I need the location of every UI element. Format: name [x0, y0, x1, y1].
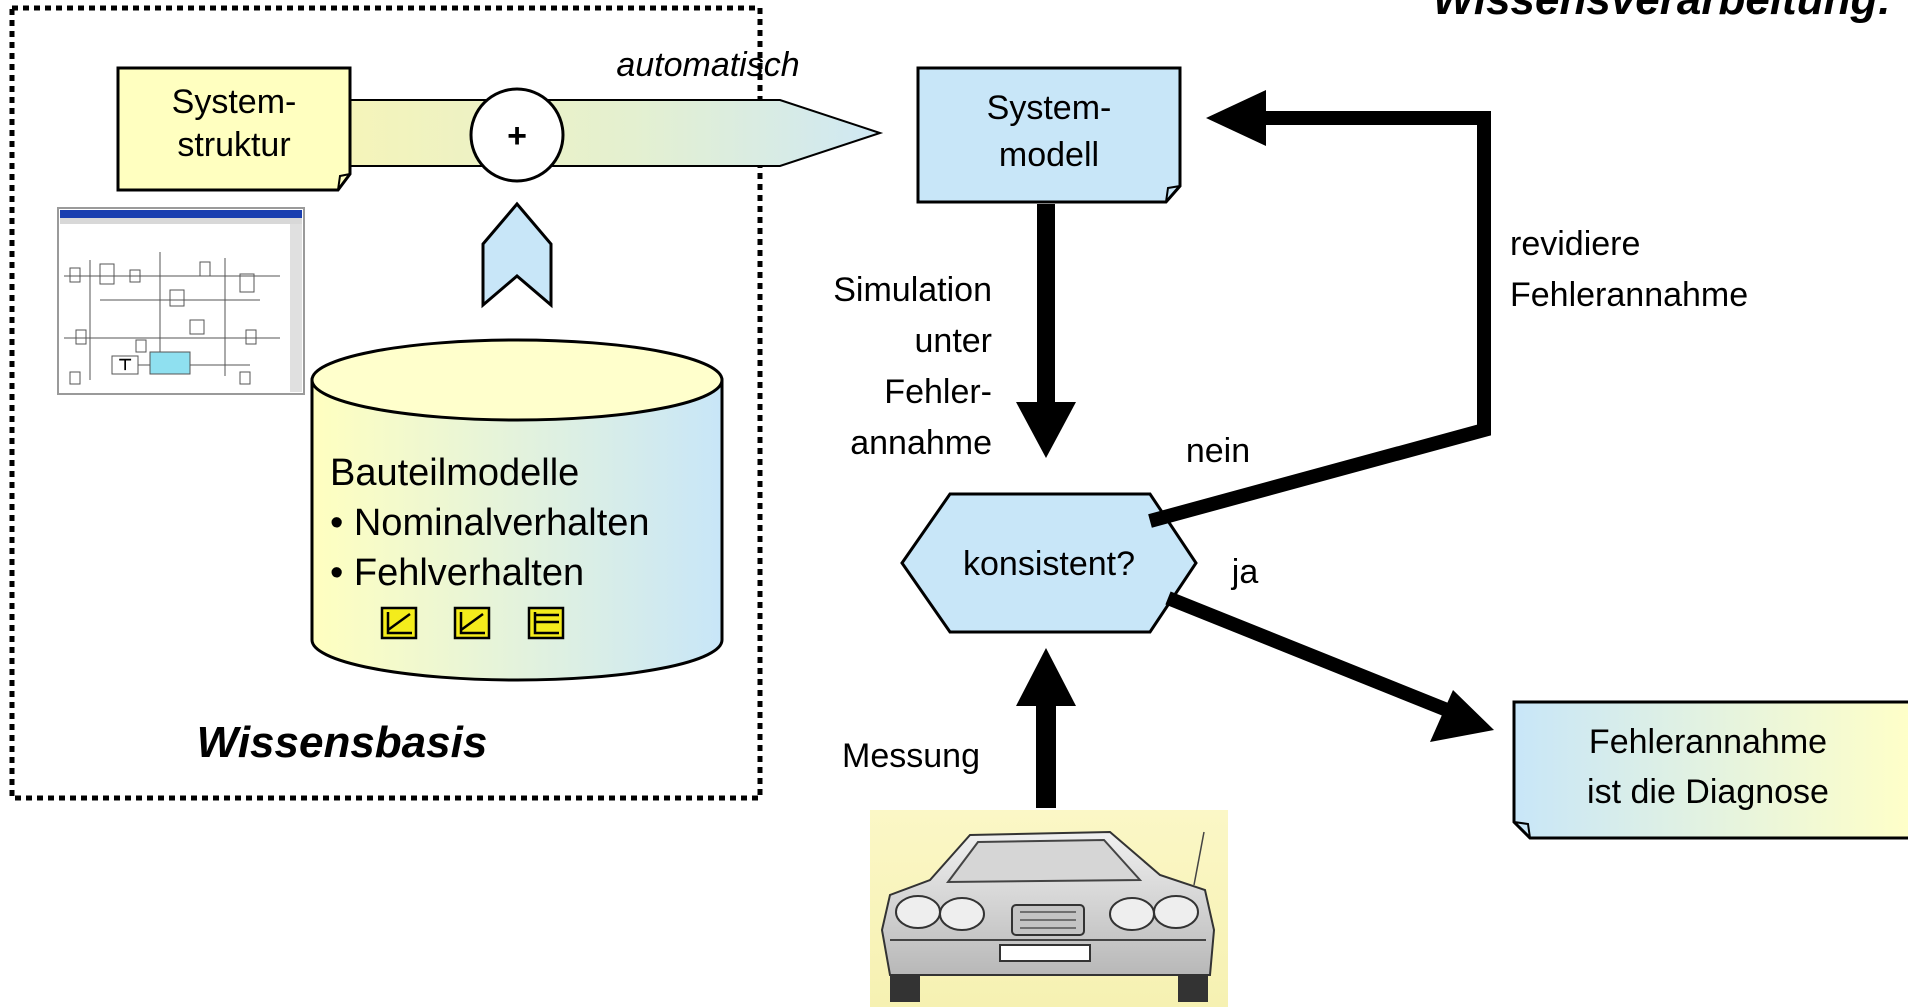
no-label: nein [1186, 432, 1250, 470]
consistency-decision-label: konsistent? [963, 545, 1135, 583]
svg-text:⊤: ⊤ [118, 357, 133, 374]
yes-arrow [1165, 591, 1494, 742]
merge-symbol: + [507, 117, 527, 155]
system-model-label-2: modell [999, 136, 1099, 174]
knowledge-base-title: Wissensbasis [197, 718, 488, 767]
revise-label-2: Fehlerannahme [1510, 276, 1748, 314]
step-curve-icon [527, 606, 565, 640]
simulation-arrow [1016, 204, 1076, 458]
automatic-label: automatisch [616, 46, 799, 84]
diagnosis-result-label-1: Fehlerannahme [1589, 723, 1827, 761]
measurement-label: Messung [842, 737, 980, 775]
system-model-note [916, 66, 1182, 204]
consistency-decision [900, 492, 1198, 634]
component-models-item-nominal: • Nominalverhalten [330, 502, 650, 544]
schematic-editor-thumbnail: ⊤ [57, 207, 305, 395]
simulation-label-2: unter [915, 322, 993, 360]
measurement-arrow [1016, 648, 1076, 808]
simulation-label-1: Simulation [833, 271, 992, 309]
simulation-label-3: Fehler- [884, 373, 992, 411]
revise-feedback-arrow [1148, 90, 1491, 528]
characteristic-curve-icon [380, 606, 418, 640]
knowledge-base-frame [9, 5, 763, 801]
simulation-label-4: annahme [850, 424, 992, 462]
merge-circle [469, 87, 565, 183]
component-models-item-fault: • Fehlverhalten [330, 552, 584, 594]
system-structure-note [116, 66, 352, 192]
system-model-label-1: System- [987, 89, 1112, 127]
automatic-conversion-arrow [329, 99, 884, 167]
diagnosis-result-note [1512, 700, 1908, 840]
car-image [870, 810, 1228, 1007]
component-models-database [310, 338, 724, 682]
yes-label: ja [1231, 553, 1259, 591]
system-structure-label-1: System- [172, 83, 297, 121]
diagnosis-result-label-2: ist die Diagnose [1587, 773, 1829, 811]
revise-label-1: revidiere [1510, 225, 1640, 263]
characteristic-curve-icon [453, 606, 491, 640]
chevron-up-arrow [481, 201, 553, 309]
component-models-title: Bauteilmodelle [330, 452, 579, 494]
header-title: Wissensverarbeitung: [1433, 0, 1892, 24]
system-structure-label-2: struktur [177, 126, 290, 164]
